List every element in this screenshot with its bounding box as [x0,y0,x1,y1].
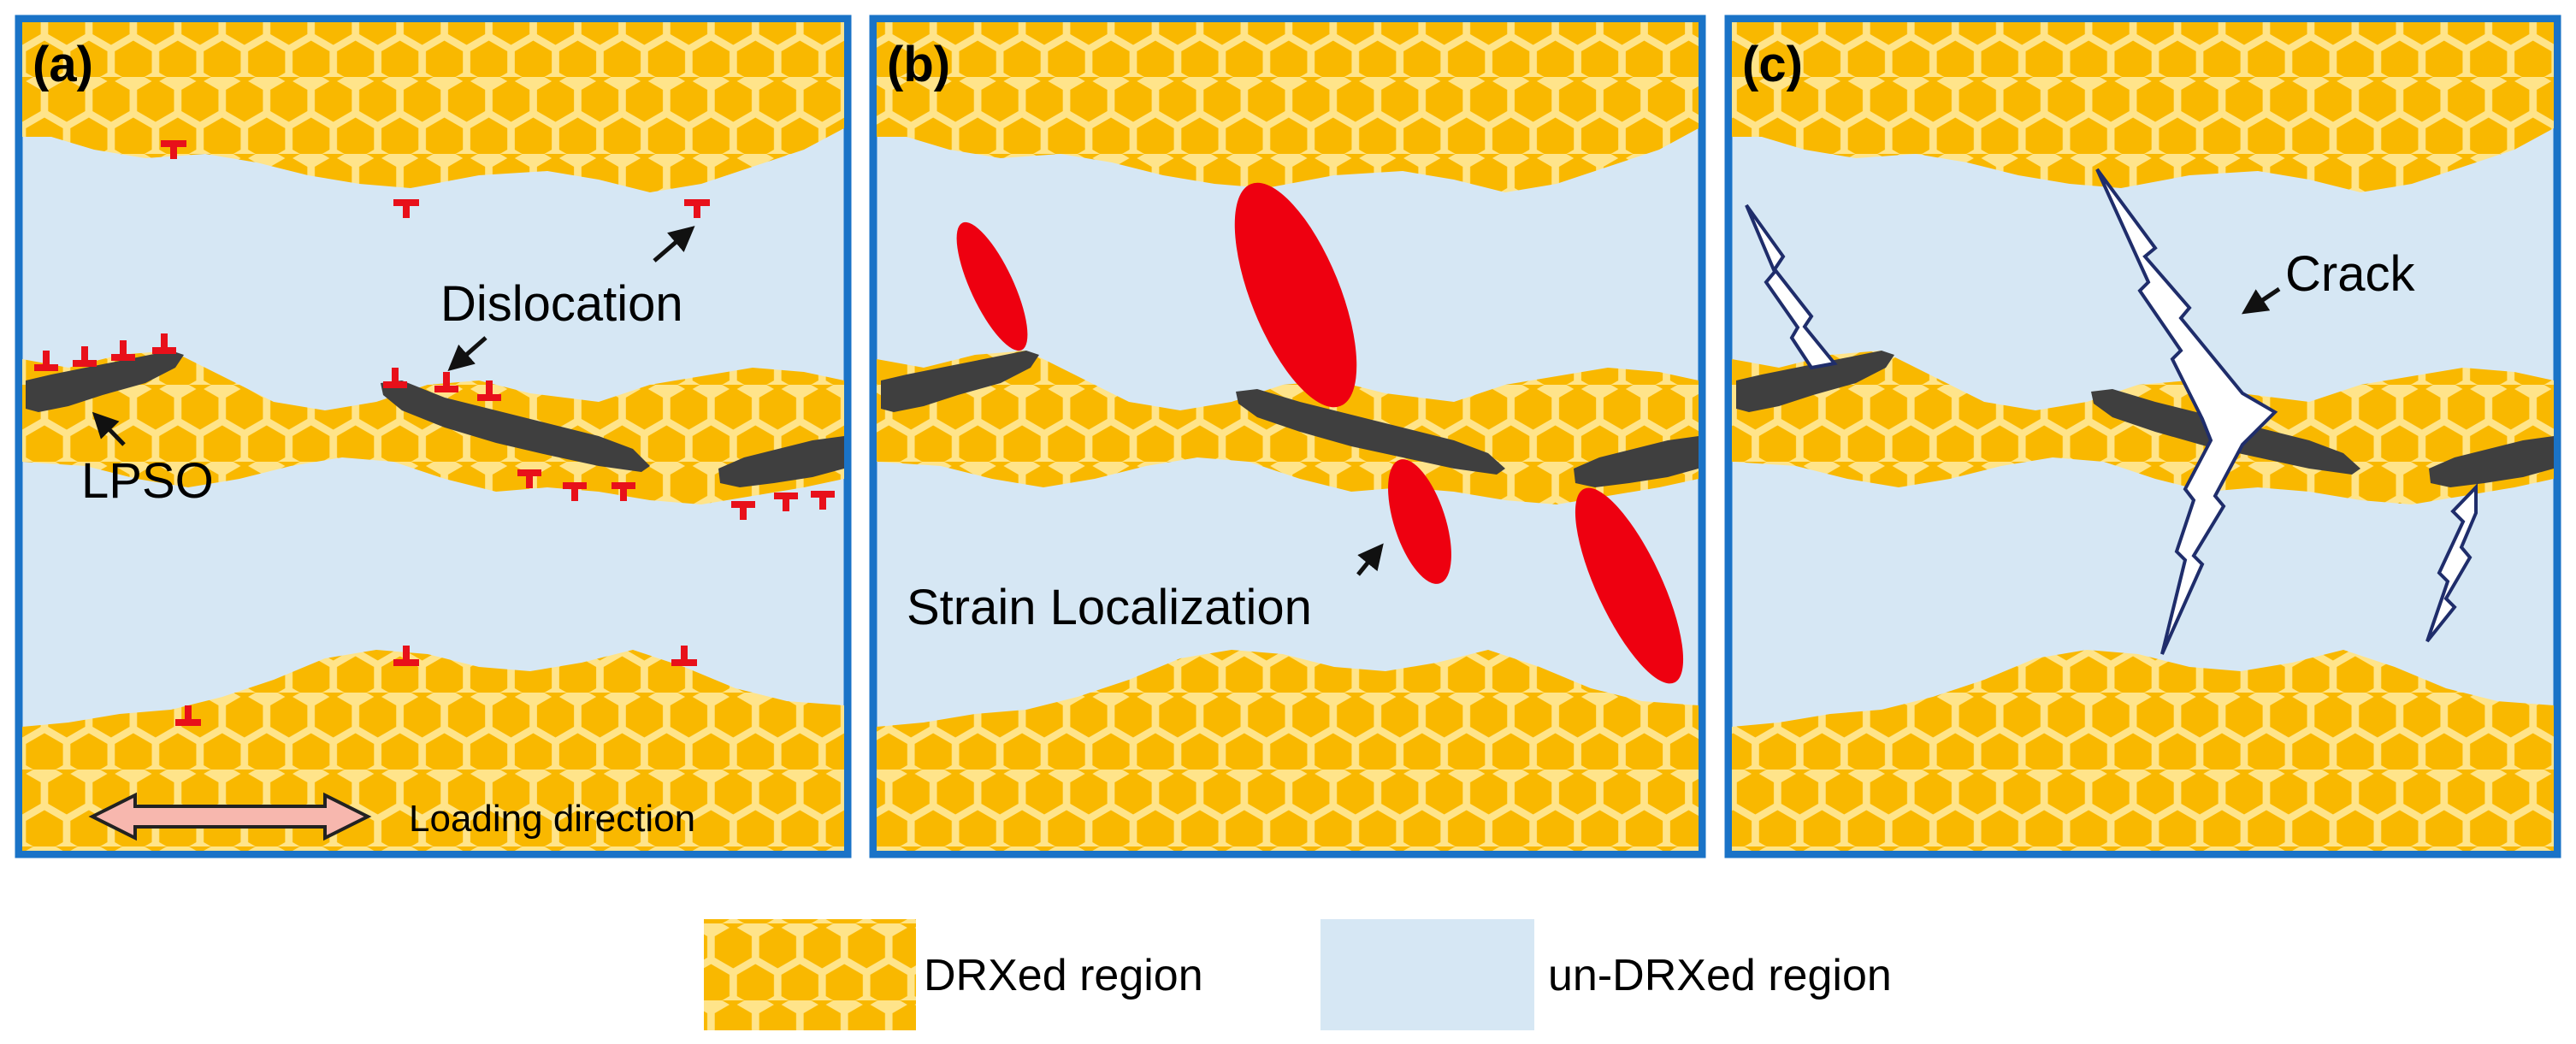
strain-localization-zone [1575,487,1684,684]
lpso-leader-arrow [92,411,126,446]
crack [1745,203,1838,370]
crack [2095,168,2278,655]
legend-drxed-label: DRXed region [924,951,1203,1000]
dislocation-symbol [393,646,419,666]
dislocation-symbol [671,646,697,666]
lpso-phase [26,351,184,412]
lpso-phase [718,436,844,487]
panel-a: Dislocation LPSO Loading direction (a) [15,15,852,858]
lpso-phase [1574,436,1699,487]
dislocation-symbol [152,333,176,354]
lpso-phase [2429,436,2554,487]
legend-undrxed-swatch [1320,919,1534,1030]
strain-localization-zone [1388,459,1451,584]
legend-undrxed-label: un-DRXed region [1548,951,1892,1000]
legend-drxed-swatch [704,919,916,1030]
dislocation-group [34,140,835,726]
lpso-phase [381,380,650,472]
strain-localization-leader-arrow [1356,543,1384,576]
dislocation-symbol [175,705,201,726]
drxed-band-bottom [877,650,1699,851]
crack-group [1745,168,2478,655]
dislocation-symbol [563,482,587,501]
dislocation-symbol [612,482,635,501]
dislocation-symbol [393,199,419,218]
dislocation-symbol [684,199,710,218]
dislocation-symbol [111,340,135,361]
lpso-label: LPSO [81,453,214,509]
drxed-band-top [877,22,1699,192]
legend: DRXed region un-DRXed region [704,919,1892,1030]
panel-b-label: (b) [887,37,950,92]
dislocation-symbol [34,351,58,371]
dislocation-symbol [774,493,798,511]
panel-b: Strain Localization (b) [869,15,1706,858]
loading-direction-label: Loading direction [409,798,695,840]
drxed-band-bottom [22,650,844,851]
strain-localization-zone [1234,182,1357,408]
dislocation-symbol [434,372,458,392]
panel-c: Crack (c) [1724,15,2561,858]
dislocation-symbol [517,469,541,488]
crack-leader-arrow [2242,286,2281,315]
lpso-phase [1736,351,1894,412]
dislocation-leader-arrow [653,226,695,262]
dislocation-symbol [477,380,501,401]
panel-c-label: (c) [1742,37,1803,92]
strain-localization-label: Strain Localization [907,580,1312,635]
dislocation-symbol [161,140,186,159]
dislocation-label: Dislocation [440,276,683,332]
panel-a-label: (a) [32,37,93,92]
dislocation-symbol [731,501,755,520]
drxed-band-bottom [1732,650,2554,851]
dislocation-symbol [383,368,407,388]
loading-direction-arrow [88,792,372,841]
lpso-phase [881,351,1039,412]
crack [2425,483,2478,643]
crack-label: Crack [2285,246,2415,302]
strain-localization-zone [956,221,1028,351]
lpso-phase [1236,389,1505,475]
drxed-band-top [1732,22,2554,192]
dislocation-symbol [73,346,97,367]
dislocation-symbol [811,491,835,510]
dislocation-leader-arrow [447,336,487,371]
drxed-band-top [22,22,844,192]
